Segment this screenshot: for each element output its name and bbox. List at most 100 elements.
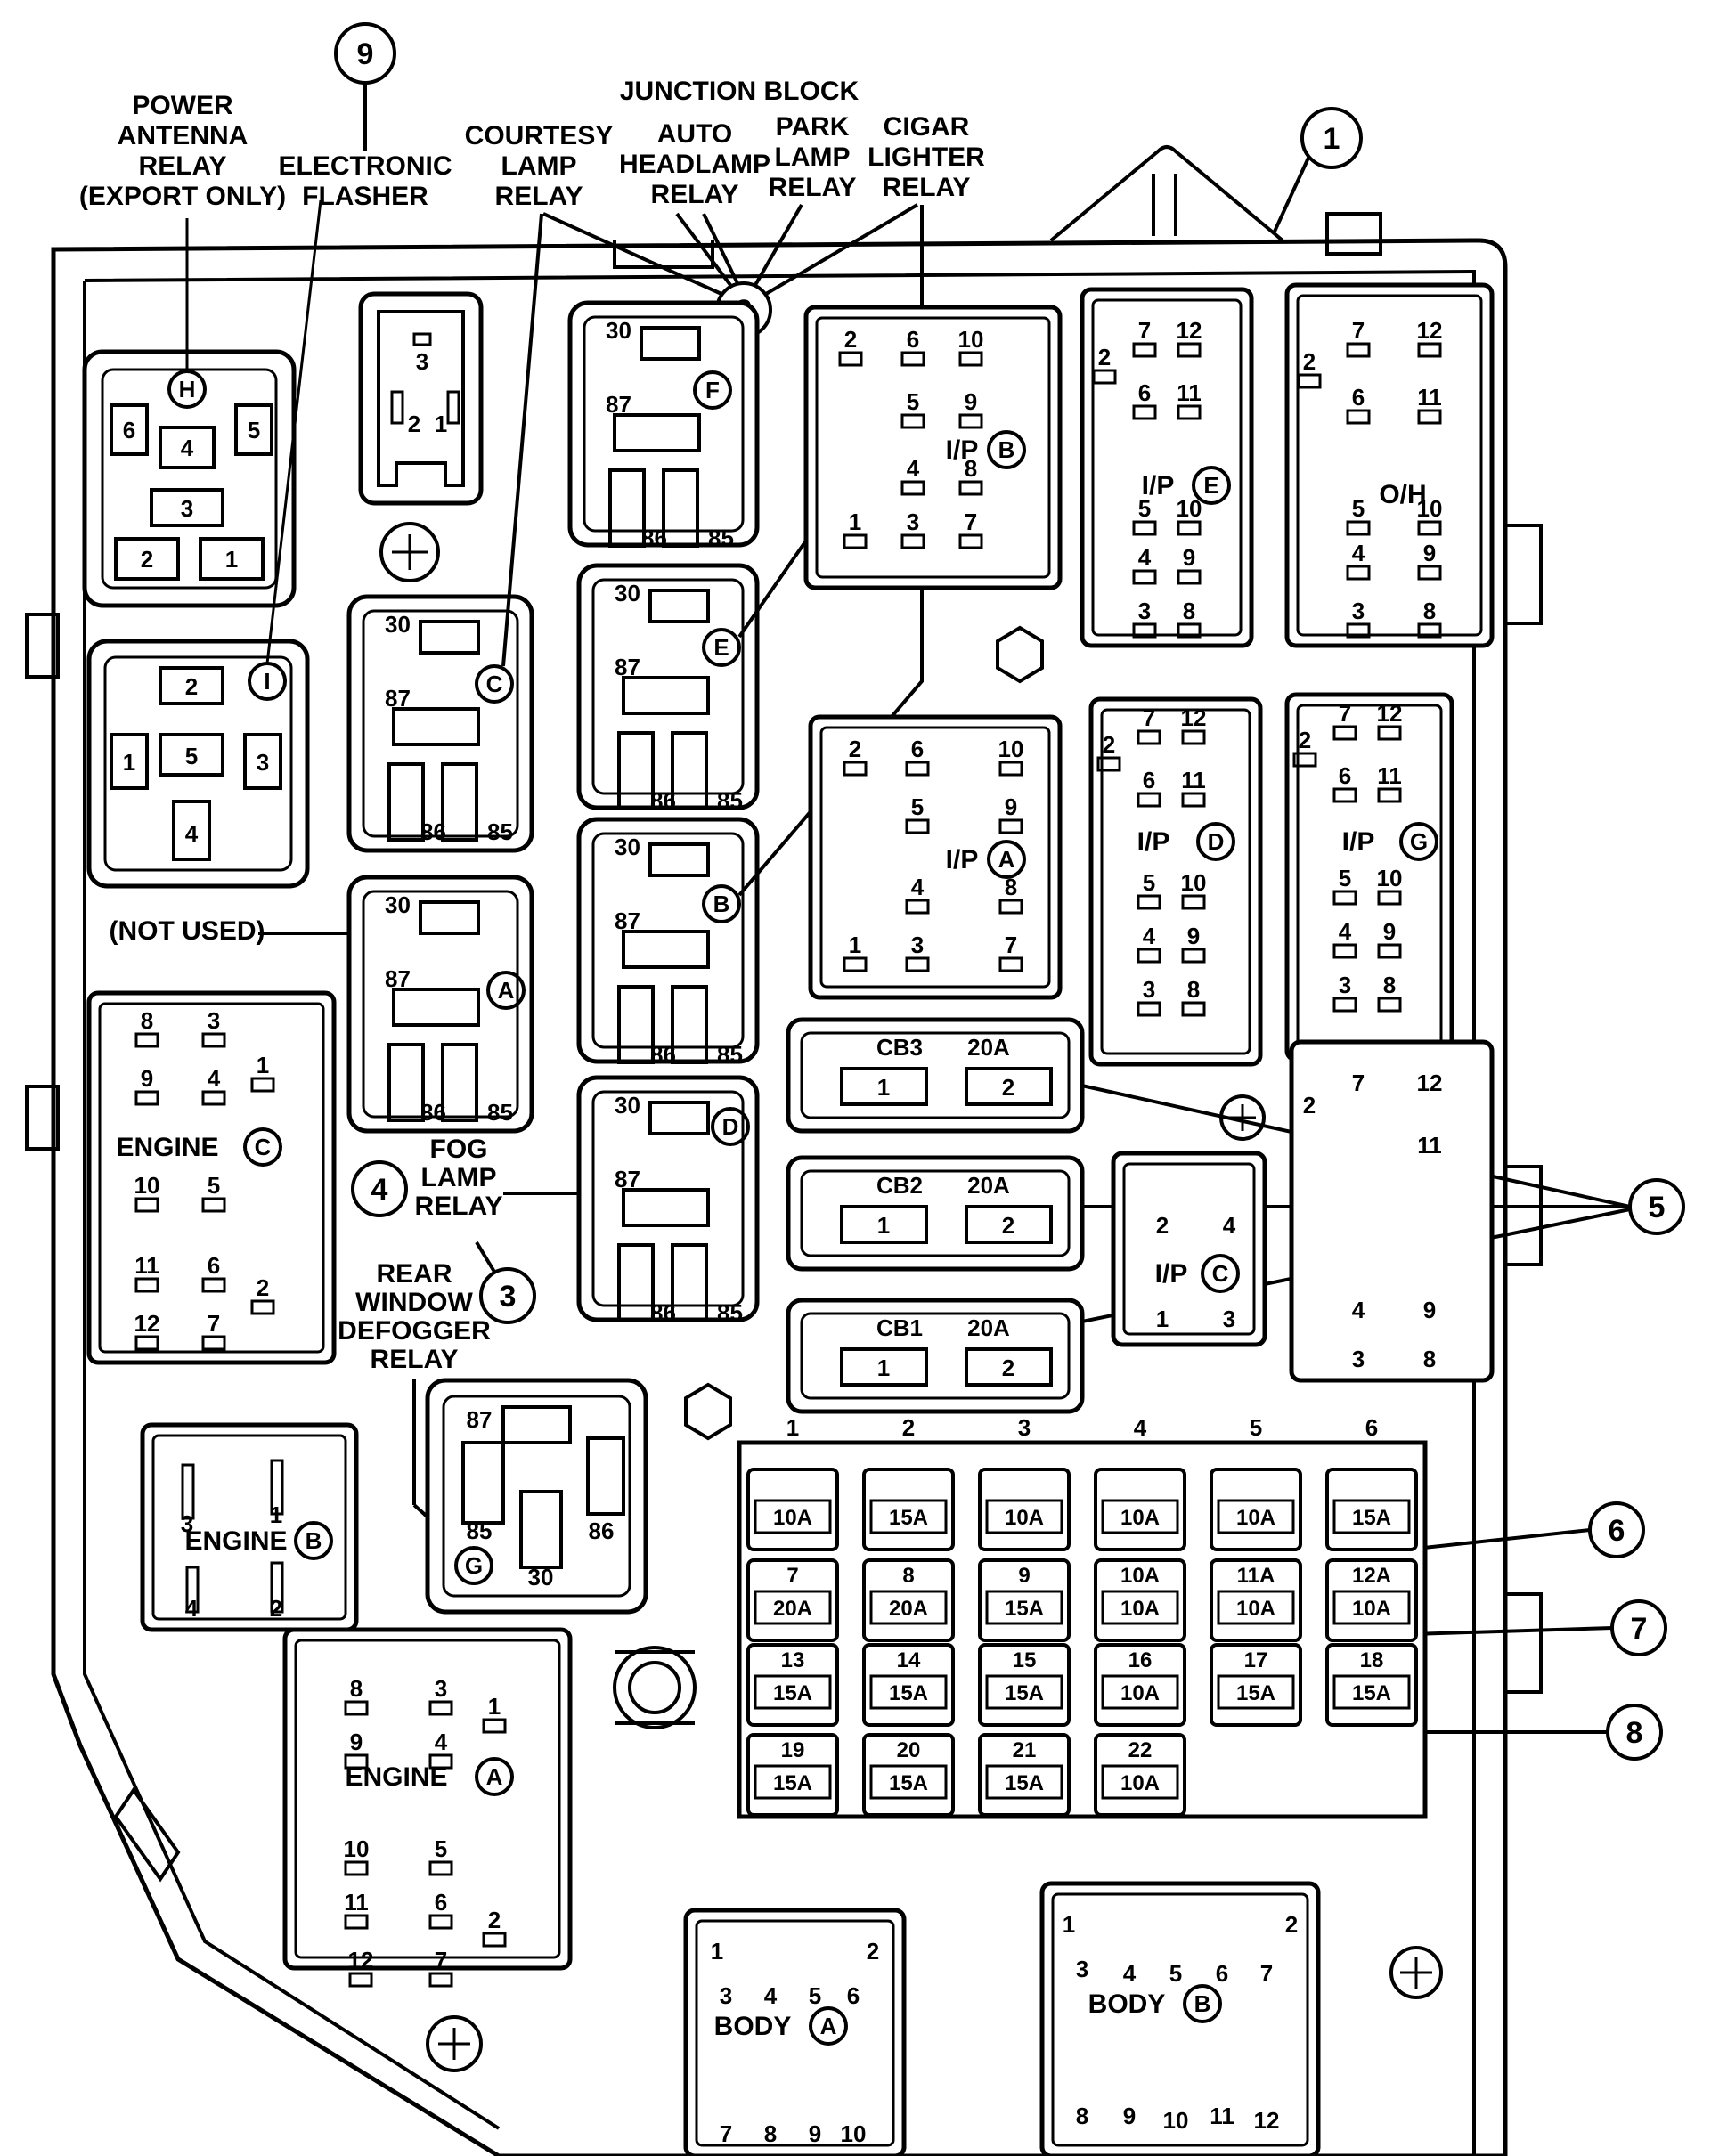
svg-text:7: 7 <box>1339 700 1351 727</box>
park-lamp-label: PARK <box>776 112 850 142</box>
svg-text:4: 4 <box>1138 544 1152 571</box>
svg-text:11: 11 <box>1210 2103 1234 2129</box>
svg-text:3: 3 <box>1138 598 1151 624</box>
svg-text:6: 6 <box>1352 384 1365 411</box>
relay-letter: F <box>705 377 720 403</box>
svg-text:4: 4 <box>208 1065 221 1092</box>
svg-text:4: 4 <box>764 1982 778 2009</box>
svg-text:7: 7 <box>1260 1960 1273 1987</box>
svg-text:5: 5 <box>1138 495 1151 522</box>
fuse-rating: 10A <box>773 1506 812 1530</box>
fuse-number: 17 <box>1244 1648 1268 1672</box>
svg-text:9: 9 <box>1187 923 1200 949</box>
rear-window-label: RELAY <box>371 1345 459 1374</box>
svg-text:4: 4 <box>1352 1297 1365 1323</box>
fuse-rating: 10A <box>1120 1681 1160 1705</box>
relay-pin-label: 30 <box>385 611 411 638</box>
svg-text:10: 10 <box>1177 495 1202 522</box>
fuse: 10A <box>746 1468 839 1551</box>
svg-text:5: 5 <box>208 1172 220 1199</box>
fuse-rating: 15A <box>889 1681 928 1705</box>
svg-text:30: 30 <box>528 1564 554 1591</box>
fuse-number: 8 <box>902 1564 914 1588</box>
svg-text:7: 7 <box>435 1947 447 1973</box>
svg-text:4: 4 <box>1123 1960 1137 1987</box>
fuse: 15A <box>862 1468 955 1551</box>
courtesy-lamp-label: RELAY <box>495 182 583 211</box>
svg-text:6: 6 <box>208 1252 220 1279</box>
auto-headlamp-label: AUTO <box>657 119 732 149</box>
fuse-number: 18 <box>1360 1648 1384 1672</box>
svg-text:12: 12 <box>1377 700 1403 727</box>
svg-text:87: 87 <box>467 1406 493 1433</box>
callout-4: 4 <box>371 1173 388 1207</box>
svg-text:4: 4 <box>185 1595 199 1622</box>
svg-text:10: 10 <box>344 1835 370 1862</box>
connector-name: O/H <box>1379 480 1426 509</box>
connector-letter: B <box>306 1527 322 1554</box>
relay-letter: E <box>713 634 729 661</box>
svg-text:20A: 20A <box>967 1314 1010 1341</box>
svg-text:4: 4 <box>1223 1212 1236 1239</box>
svg-text:10: 10 <box>958 326 984 353</box>
connector-name: ENGINE <box>116 1133 218 1162</box>
svg-text:2: 2 <box>141 546 153 573</box>
svg-text:6: 6 <box>1339 762 1351 789</box>
connector-letter: G <box>1410 828 1428 855</box>
fuse-rating: 15A <box>1352 1681 1391 1705</box>
svg-text:5: 5 <box>1143 869 1155 896</box>
svg-text:86: 86 <box>589 1517 615 1544</box>
svg-text:3: 3 <box>181 495 193 522</box>
connector-letter: B <box>1194 1990 1211 2017</box>
svg-text:8: 8 <box>141 1007 153 1034</box>
svg-text:10: 10 <box>1377 865 1403 891</box>
svg-text:8: 8 <box>1423 1346 1436 1372</box>
power-antenna-label: RELAY <box>139 151 227 181</box>
svg-text:7: 7 <box>1005 932 1017 958</box>
svg-text:3: 3 <box>720 1982 732 2009</box>
svg-text:10: 10 <box>998 736 1024 762</box>
connector-name: ENGINE <box>345 1762 447 1792</box>
relay-pin-label: 86 <box>420 1099 446 1126</box>
power-antenna-label: (EXPORT ONLY) <box>79 182 286 211</box>
fuse-rating: 10A <box>1236 1506 1275 1530</box>
relay-pin-label: 30 <box>615 580 640 606</box>
svg-text:12: 12 <box>1177 317 1202 344</box>
svg-text:4: 4 <box>907 455 920 482</box>
fog-lamp-label: LAMP <box>421 1163 497 1192</box>
fuse-rating: 20A <box>773 1597 812 1621</box>
svg-text:2: 2 <box>1002 1355 1014 1381</box>
svg-text:11: 11 <box>1417 384 1442 411</box>
svg-text:2: 2 <box>1303 1092 1316 1119</box>
fuse-rating: 10A <box>1120 1597 1160 1621</box>
svg-text:1: 1 <box>1156 1306 1169 1332</box>
connector-letter: C <box>1212 1260 1229 1287</box>
cigar-lighter-label: LIGHTER <box>868 142 985 172</box>
svg-text:1: 1 <box>849 932 861 958</box>
svg-text:8: 8 <box>965 455 977 482</box>
rear-window-label: DEFOGGER <box>338 1316 491 1346</box>
fuse-number: 15 <box>1013 1648 1037 1672</box>
relay-I: I 2 1 5 3 4 <box>86 199 322 889</box>
connector-name: BODY <box>714 2012 792 2041</box>
svg-text:3: 3 <box>1339 972 1351 998</box>
fuse-rating: 15A <box>1005 1597 1044 1621</box>
svg-text:12: 12 <box>1417 317 1443 344</box>
svg-text:3: 3 <box>1352 598 1365 624</box>
svg-text:8: 8 <box>1383 972 1396 998</box>
svg-text:2: 2 <box>408 411 420 437</box>
callout-5: 5 <box>1649 1191 1666 1224</box>
svg-text:2: 2 <box>1002 1212 1014 1239</box>
